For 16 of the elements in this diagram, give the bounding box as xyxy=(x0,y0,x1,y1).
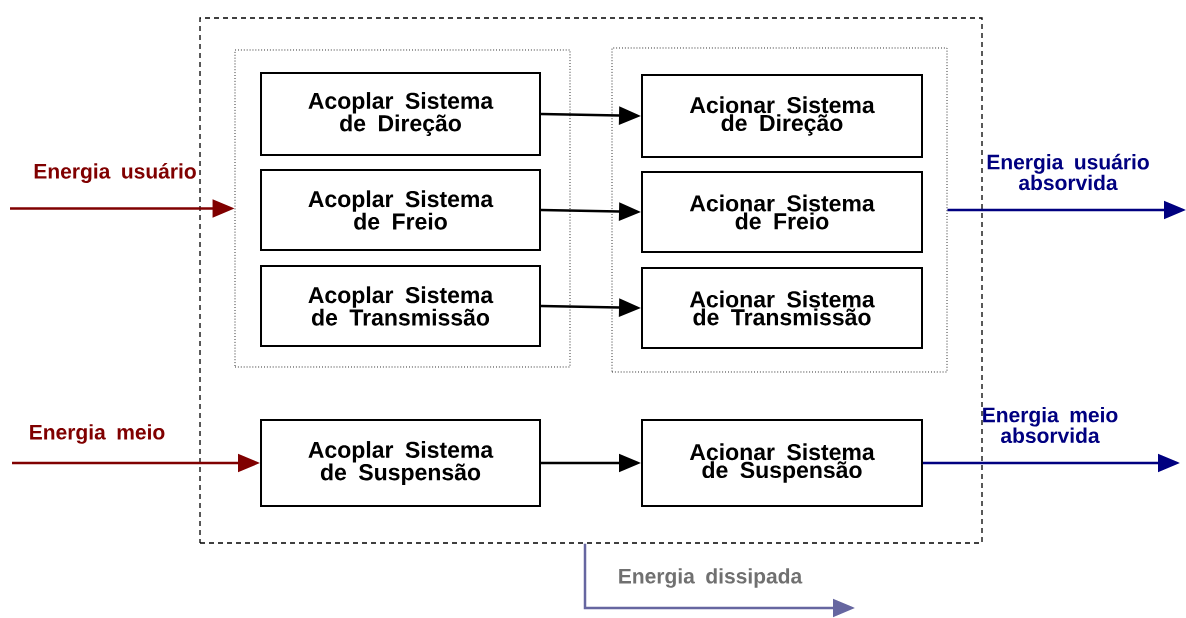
process-box: Acoplar Sistema de Transmissão xyxy=(260,265,541,347)
edge-label: Energia dissipada xyxy=(619,568,803,588)
process-box: Acionar Sistema de Freio xyxy=(641,171,923,253)
group-box xyxy=(611,47,948,373)
edge-label: Energia meio xyxy=(30,424,165,444)
process-box: Acionar Sistema de Direção xyxy=(641,74,923,158)
group-box xyxy=(234,49,571,368)
process-box: Acoplar Sistema de Suspensão xyxy=(260,419,541,507)
process-box: Acionar Sistema de Transmissão xyxy=(641,267,923,349)
edge-label: Energia meio absorvida xyxy=(983,406,1118,444)
process-box: Acoplar Sistema de Direção xyxy=(260,72,541,156)
edge-label: Energia usuário xyxy=(34,163,196,183)
process-box: Acionar Sistema de Suspensão xyxy=(641,419,923,507)
edge-label: Energia usuário absorvida xyxy=(987,153,1149,191)
group-box xyxy=(199,17,983,544)
process-box: Acoplar Sistema de Freio xyxy=(260,169,541,251)
